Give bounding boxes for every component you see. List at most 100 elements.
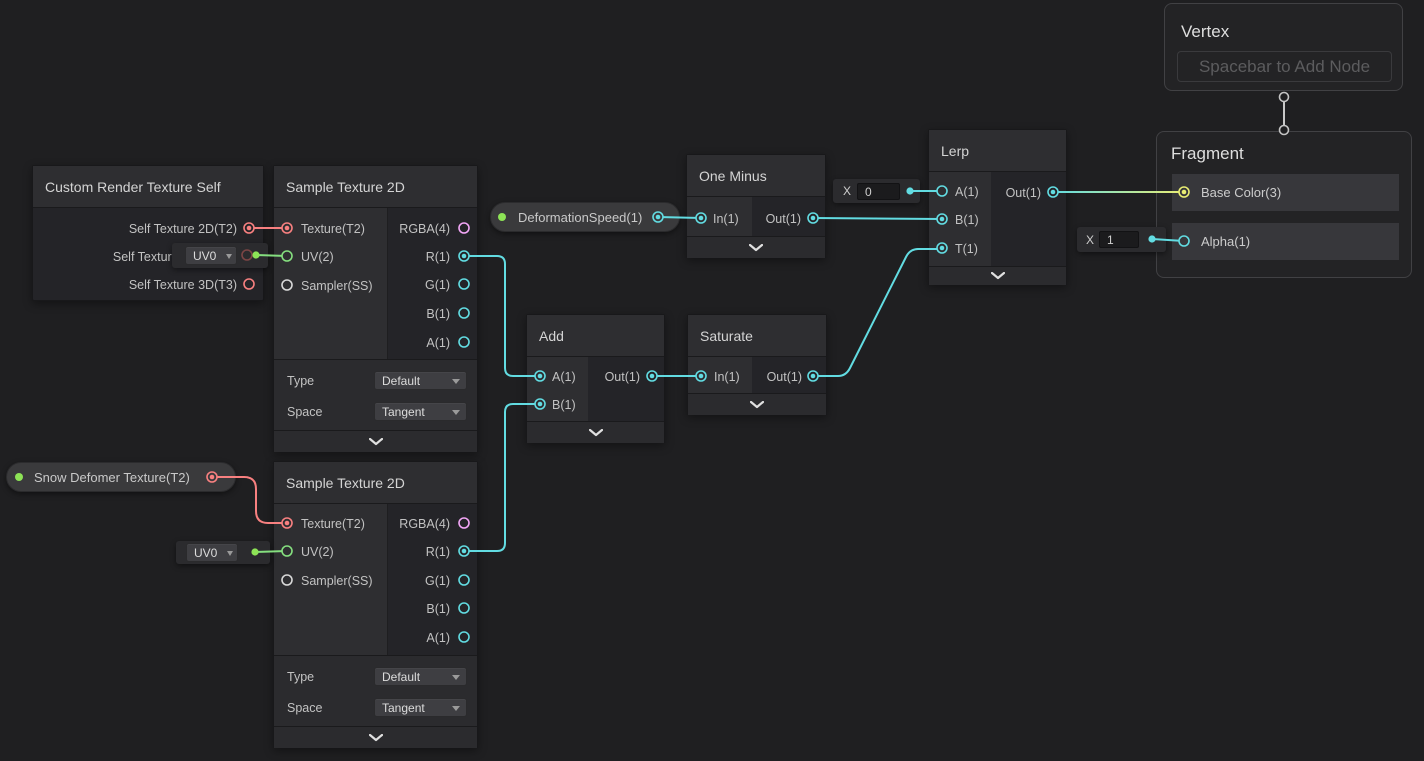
uv-default-widget-top: UV0 [172, 243, 268, 268]
port-row-texture: Texture(T2) [301, 215, 365, 243]
port-row-a: A(1) [955, 178, 979, 206]
edge-saturate-to-lerp-t[interactable] [812, 248, 943, 377]
port-row-self-texture-2d: Self Texture 2D(T2) [33, 215, 237, 243]
property-pill-deformation-speed[interactable]: DeformationSpeed(1) [490, 202, 680, 232]
type-label: Type [287, 373, 315, 388]
chevron-down-icon [990, 272, 1005, 280]
chevron-down-icon [588, 428, 603, 436]
node-sample-texture-2d-bottom[interactable]: Sample Texture 2D Texture(T2) UV(2) Samp… [273, 461, 478, 748]
port-row-a: A(1) [388, 624, 450, 652]
port-label: Out(1) [1005, 186, 1041, 200]
space-label: Space [287, 700, 323, 715]
collapse-chevron[interactable] [687, 236, 825, 258]
port-label: G(1) [425, 278, 450, 292]
lerp-a-value-input[interactable] [857, 183, 900, 200]
collapse-chevron[interactable] [688, 393, 826, 415]
chevron-down-icon [226, 254, 232, 259]
vertex-title: Vertex [1181, 22, 1230, 41]
edge-oneminus-to-lerp-b[interactable] [812, 217, 943, 220]
port-row-b: B(1) [388, 300, 450, 328]
fragment-title: Fragment [1171, 144, 1244, 163]
node-custom-render-texture-self[interactable]: Custom Render Texture Self Self Texture … [32, 165, 264, 301]
port-label: RGBA(4) [399, 222, 450, 236]
node-sample-texture-2d-top[interactable]: Sample Texture 2D Texture(T2) UV(2) Samp… [273, 165, 478, 452]
port-label: UV(2) [301, 250, 334, 264]
port-label: G(1) [425, 574, 450, 588]
space-dropdown[interactable]: Tangent [374, 402, 467, 421]
port-label: Self Texture 2D(T2) [128, 222, 237, 236]
port-row-a: A(1) [388, 329, 450, 357]
chevron-down-icon [750, 400, 764, 408]
port-row-in: In(1) [714, 363, 740, 391]
port-label: Sampler(SS) [301, 279, 373, 293]
node-lerp[interactable]: Lerp A(1) B(1) T(1) Out(1) [928, 129, 1067, 285]
alpha-row: Alpha(1) [1172, 223, 1399, 260]
chevron-down-icon [452, 379, 460, 384]
node-title: Saturate [688, 315, 826, 357]
collapse-chevron[interactable] [929, 266, 1066, 285]
uv-channel-dropdown[interactable]: UV0 [185, 246, 237, 265]
dropdown-value: Default [382, 373, 421, 388]
chevron-down-icon [368, 437, 383, 445]
port-label: B(1) [426, 307, 450, 321]
space-label: Space [287, 404, 323, 419]
port-row-b: B(1) [552, 391, 576, 419]
port-row-texture: Texture(T2) [301, 510, 365, 538]
alpha-value-input[interactable] [1099, 231, 1139, 248]
port-row-b: B(1) [388, 595, 450, 623]
type-dropdown[interactable]: Default [374, 667, 467, 686]
node-title: One Minus [687, 155, 825, 197]
port-label: B(1) [552, 398, 576, 412]
node-title: Sample Texture 2D [274, 166, 477, 208]
space-dropdown[interactable]: Tangent [374, 698, 467, 717]
chevron-down-icon [368, 733, 383, 741]
chevron-down-icon [452, 410, 460, 415]
x-component-label: X [1086, 233, 1095, 247]
port-label: UV(2) [301, 545, 334, 559]
port-label: A(1) [552, 370, 576, 384]
port-row-out: Out(1) [588, 363, 640, 391]
port-row-r: R(1) [388, 538, 450, 566]
port-label: Texture(T2) [301, 517, 365, 531]
node-one-minus[interactable]: One Minus In(1) Out(1) [686, 154, 826, 258]
node-controls: Type Default Space Tangent [274, 655, 477, 726]
port-label: Self Texture 3D(T3) [128, 278, 237, 292]
uv-default-widget-bottom: UV0 [176, 541, 270, 564]
port-label: Out(1) [765, 212, 801, 226]
vertex-connector-knob [1278, 91, 1290, 103]
input-column [274, 504, 388, 655]
port-label: Alpha(1) [1201, 234, 1251, 249]
input-column [274, 208, 388, 359]
node-add[interactable]: Add A(1) B(1) Out(1) [526, 314, 665, 443]
vertex-context-node[interactable]: Vertex Spacebar to Add Node [1164, 3, 1403, 91]
node-title: Add [527, 315, 664, 357]
port-row-t: T(1) [955, 235, 978, 263]
port-label: Base Color(3) [1201, 185, 1282, 200]
dropdown-value: Default [382, 669, 421, 684]
chevron-down-icon [452, 675, 460, 680]
port-label: RGBA(4) [399, 517, 450, 531]
port-row-out: Out(1) [991, 179, 1041, 207]
uv-channel-dropdown[interactable]: UV0 [186, 543, 238, 562]
node-saturate[interactable]: Saturate In(1) Out(1) [687, 314, 827, 415]
port-label: B(1) [955, 213, 979, 227]
dropdown-value: Tangent [382, 700, 425, 715]
port-label: Out(1) [604, 370, 640, 384]
port-row-g: G(1) [388, 271, 450, 299]
collapse-chevron[interactable] [527, 421, 664, 443]
port-row-b: B(1) [955, 206, 979, 234]
base-color-row: Base Color(3) [1172, 174, 1399, 211]
property-pill-snow-deformer-texture[interactable]: Snow Defomer Texture(T2) [6, 462, 236, 492]
x-component-label: X [843, 184, 852, 198]
alpha-default-widget: X [1077, 227, 1166, 252]
type-dropdown[interactable]: Default [374, 371, 467, 390]
collapse-chevron[interactable] [274, 430, 477, 452]
collapse-chevron[interactable] [274, 726, 477, 748]
port-label: Texture(T2) [301, 222, 365, 236]
dropdown-value: Tangent [382, 404, 425, 419]
dropdown-value: UV0 [194, 545, 218, 560]
fragment-context-node[interactable]: Fragment Base Color(3) Alpha(1) [1156, 131, 1412, 278]
port-row-uv: UV(2) [301, 538, 334, 566]
port-row-uv: UV(2) [301, 243, 334, 271]
